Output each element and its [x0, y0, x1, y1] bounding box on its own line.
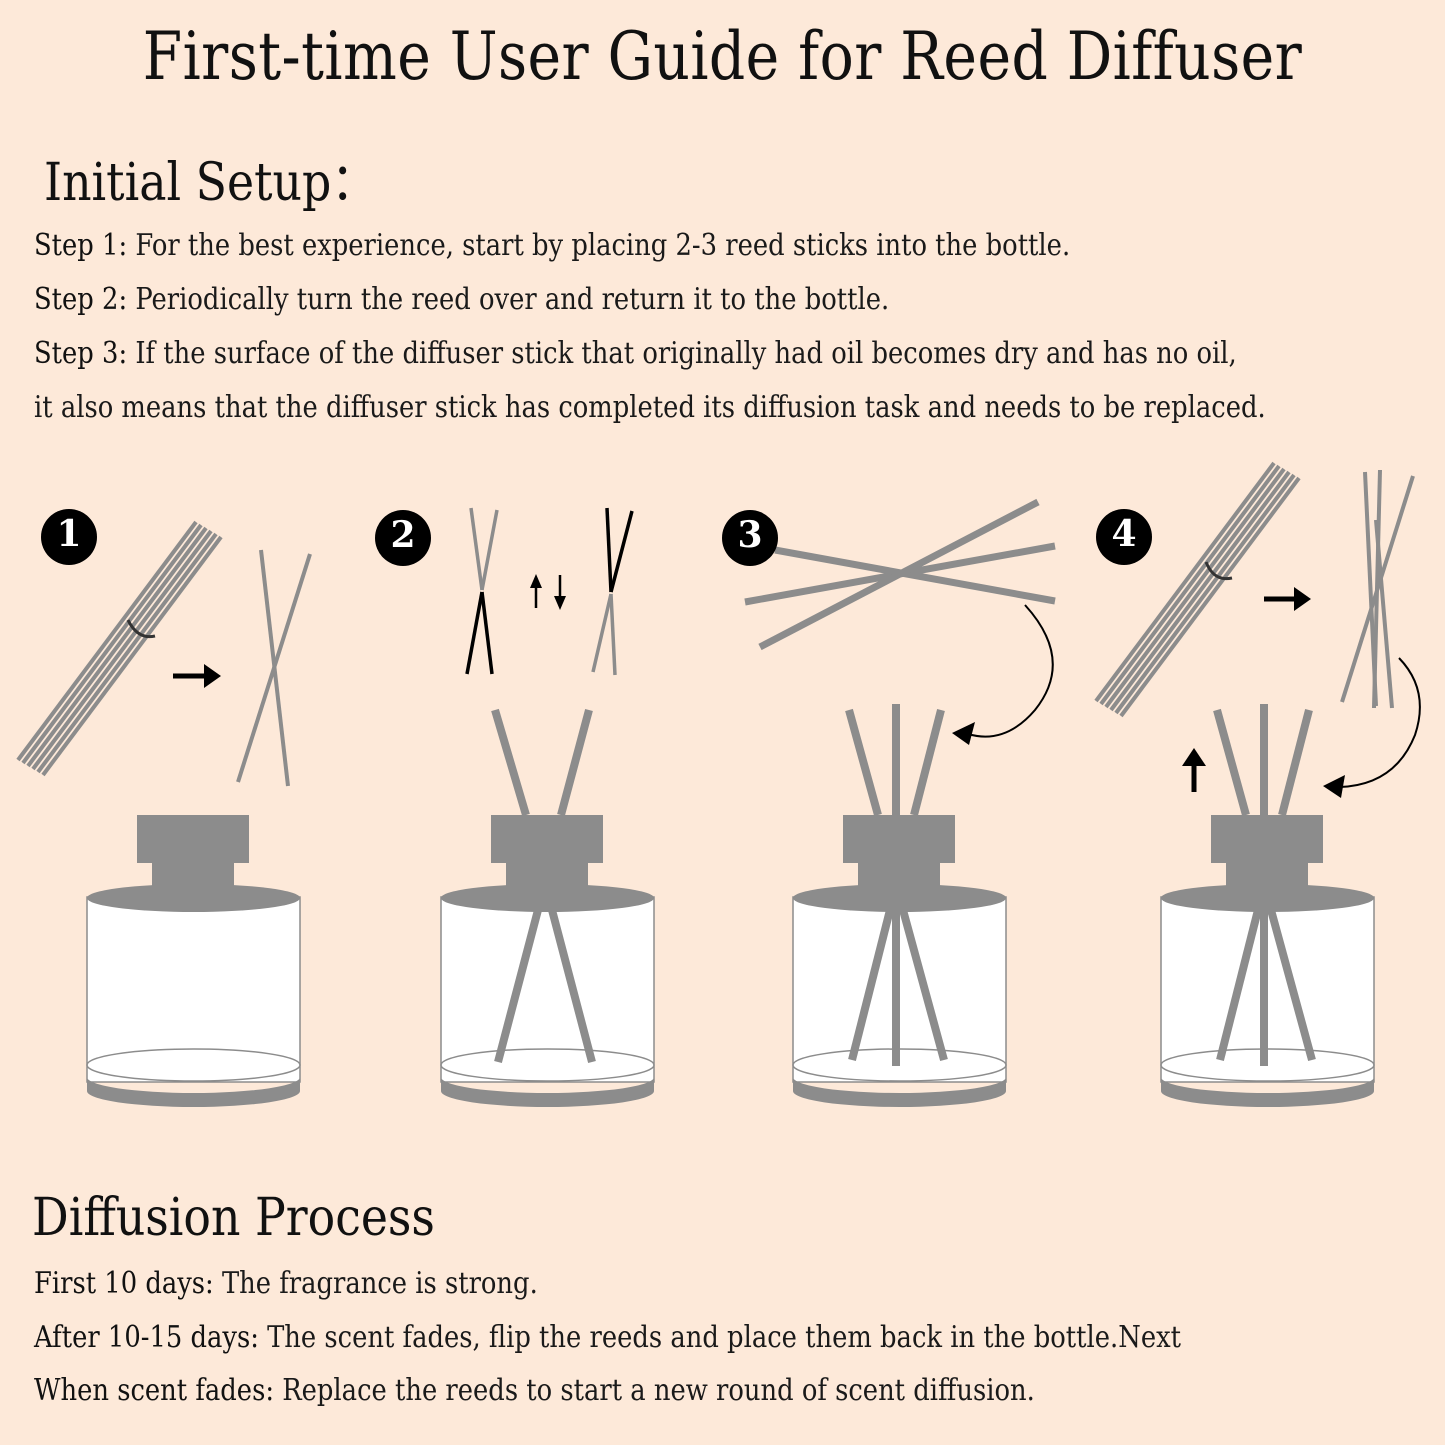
- diffusion-item-3-label: When scent fades:: [34, 1373, 275, 1408]
- step-3-illustration: [744, 498, 1056, 1108]
- diffusion-process-heading: Diffusion Process: [32, 1188, 435, 1248]
- step-3-label: Step 3:: [34, 336, 128, 371]
- step-badge-2-number: 2: [390, 514, 416, 556]
- step-2-text: Periodically turn the reed over and retu…: [127, 282, 890, 317]
- diffusion-item-2-text: The scent fades, flip the reeds and plac…: [258, 1320, 1182, 1355]
- diffusion-item-2-label: After 10-15 days:: [34, 1320, 259, 1355]
- step-badge-4-icon: [1096, 509, 1152, 565]
- step-3-text: If the surface of the diffuser stick tha…: [127, 336, 1237, 371]
- step-2-illustration: [440, 507, 655, 1108]
- step-badge-3-icon: [722, 510, 778, 566]
- step-3: Step 3: If the surface of the diffuser s…: [34, 336, 1237, 371]
- diffusion-item-3: When scent fades: Replace the reeds to s…: [34, 1373, 1035, 1408]
- step-badge-4-number: 4: [1111, 513, 1137, 555]
- diffusion-item-1: First 10 days: The fragrance is strong.: [34, 1266, 538, 1301]
- step-1-label: Step 1:: [34, 228, 128, 263]
- diffusion-item-2: After 10-15 days: The scent fades, flip …: [34, 1320, 1181, 1355]
- step-1: Step 1: For the best experience, start b…: [34, 228, 1070, 263]
- diffusion-item-1-label: First 10 days:: [34, 1266, 214, 1301]
- diffusion-item-1-text: The fragrance is strong.: [213, 1266, 538, 1301]
- diffusion-item-3-text: Replace the reeds to start a new round o…: [274, 1373, 1035, 1408]
- step-badge-1-number: 1: [56, 513, 82, 555]
- step-2-label: Step 2:: [34, 282, 128, 317]
- page-title: First-time User Guide for Reed Diffuser: [142, 18, 1303, 95]
- step-badge-3-number: 3: [737, 514, 763, 556]
- step-3-continued-text: it also means that the diffuser stick ha…: [34, 390, 1266, 425]
- step-badge-1-icon: [41, 509, 97, 565]
- step-4-illustration: [1094, 461, 1421, 1108]
- step-3-continued: it also means that the diffuser stick ha…: [34, 390, 1266, 425]
- step-badge-2-icon: [375, 510, 431, 566]
- initial-setup-heading: Initial Setup：: [44, 153, 378, 213]
- step-1-illustration: [16, 520, 312, 1108]
- step-1-text: For the best experience, start by placin…: [127, 228, 1071, 263]
- step-2: Step 2: Periodically turn the reed over …: [34, 282, 889, 317]
